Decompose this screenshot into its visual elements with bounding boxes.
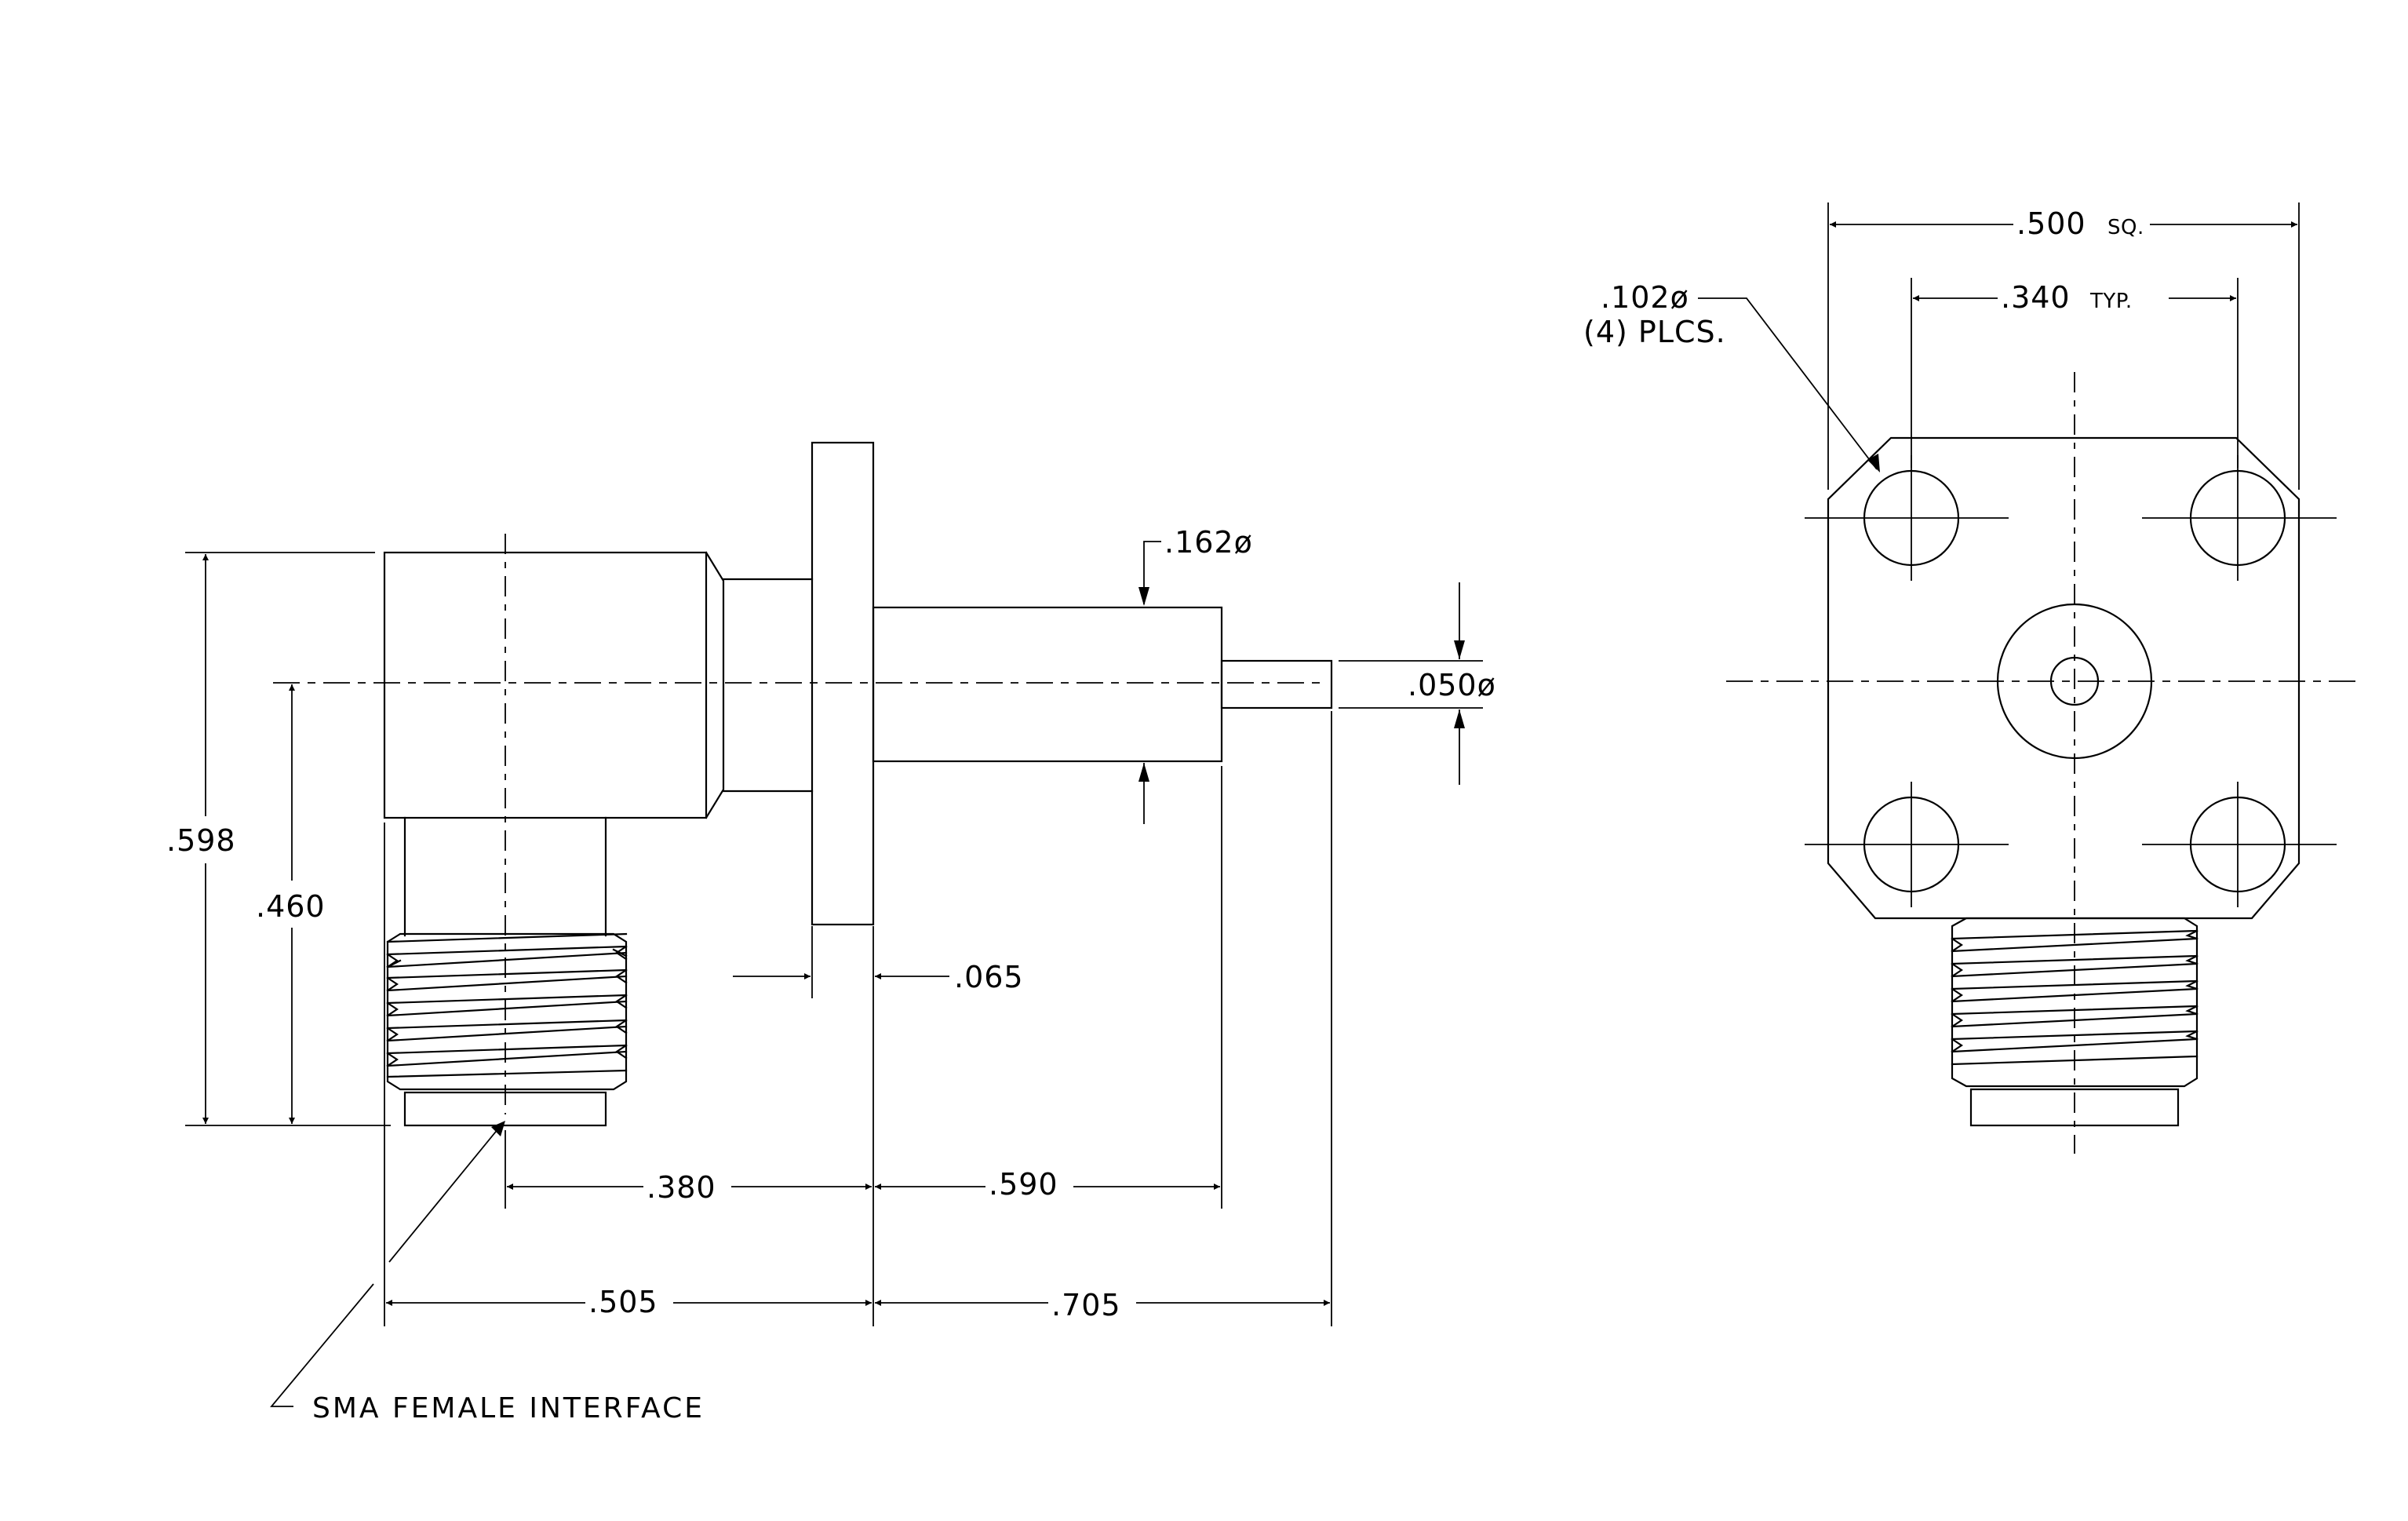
interface-leader [388,1123,503,1263]
dim-162-label: .162ø [1164,525,1253,560]
dim-340-label: .340 [2001,280,2071,315]
dim-380-label: .380 [647,1170,716,1205]
interface-neck [403,816,607,937]
dim-065-label: .065 [954,960,1024,994]
dim-598-label: .598 [166,823,236,858]
body-block [383,551,708,819]
neck [722,578,814,793]
pin-body [872,606,1223,763]
dim-050-label: .050ø [1408,668,1496,702]
side-view: .598 .460 .162ø .050ø .065 .380 .590 [163,441,1511,1424]
dim-102-label: .102ø [1601,280,1689,315]
dim-460-label: .460 [256,889,326,924]
hole-center-marks [1805,455,2337,907]
extension-lines [185,552,1483,1326]
interface-callout: SMA FEMALE INTERFACE [312,1392,705,1424]
square-flange [1827,436,2301,920]
dim-500-label: .500 [2016,206,2086,241]
dim-505-label: .505 [588,1285,658,1319]
dim-590-label: .590 [989,1167,1058,1202]
dim-500-suffix: SQ. [2107,216,2144,239]
dim-340-suffix: TYP. [2089,290,2133,313]
dim-102-leader [1698,297,1878,470]
end-view: .500 SQ. .340 TYP. .102ø (4) PLCS. [1583,201,2362,1154]
dim-162-leader [1143,541,1161,604]
interface-leader-lower [270,1283,374,1407]
end-interface-face [1969,1088,2180,1127]
end-extension-lines [1827,202,2300,490]
dim-705-label: .705 [1051,1288,1121,1322]
thread-section [386,932,628,1091]
flange [811,441,875,926]
end-thread-section [1951,917,2199,1088]
dim-102-count: (4) PLCS. [1583,315,1726,349]
body-chamfer [705,551,725,819]
contact-tip [1220,659,1333,709]
